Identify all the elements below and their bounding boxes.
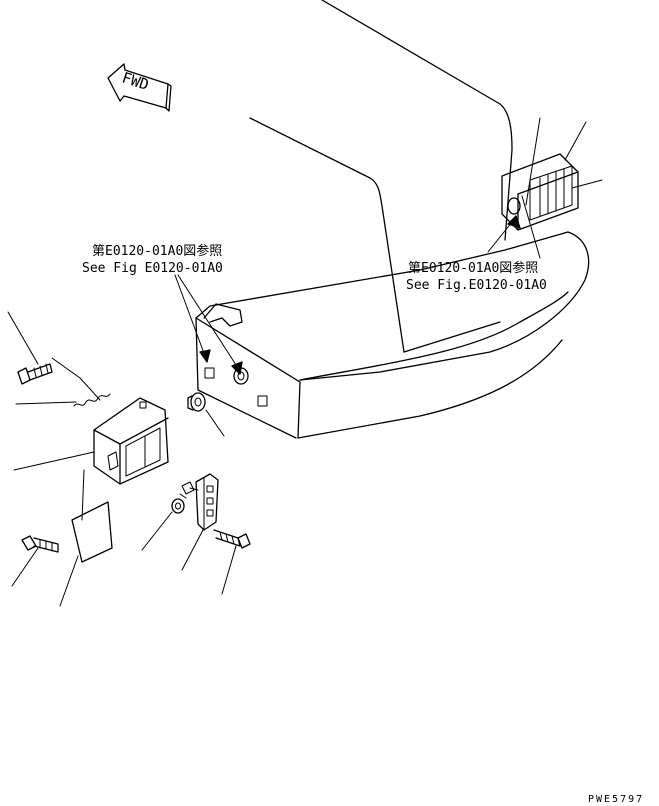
grommet-part	[187, 392, 225, 437]
reference-note-left: 第E0120-01A0図参照 See Fig E0120-01A0	[82, 243, 223, 276]
lamp-bracket-plate	[51, 357, 113, 563]
reference-left-en: See Fig E0120-01A0	[82, 261, 223, 276]
leader-lines-left-reference	[174, 274, 243, 375]
wire-spring	[73, 393, 111, 407]
rear-right-lamp-assembly	[501, 153, 579, 231]
fwd-label: FWD	[120, 69, 151, 94]
leader-lines-right	[487, 117, 603, 259]
bolt-lower-left	[21, 535, 59, 553]
reference-right-en: See Fig.E0120-01A0	[406, 278, 547, 293]
bolt-top-left	[17, 363, 53, 385]
reference-left-jp: 第E0120-01A0図参照	[92, 243, 222, 259]
reference-right-jp: 第E0120-01A0図参照	[408, 260, 538, 276]
fwd-direction-arrow: FWD	[107, 63, 172, 112]
nut-center	[171, 498, 185, 514]
rear-left-lamp-housing	[93, 397, 169, 485]
drawing-id: PWE5797	[588, 794, 644, 805]
leader-lines-lower	[7, 311, 237, 607]
cab-body-outline	[249, 0, 513, 353]
bolt-center-right	[213, 529, 251, 549]
counterweight-body	[195, 231, 590, 439]
center-lamp-bracket	[179, 473, 219, 531]
reference-note-right: 第E0120-01A0図参照 See Fig.E0120-01A0	[406, 260, 547, 293]
